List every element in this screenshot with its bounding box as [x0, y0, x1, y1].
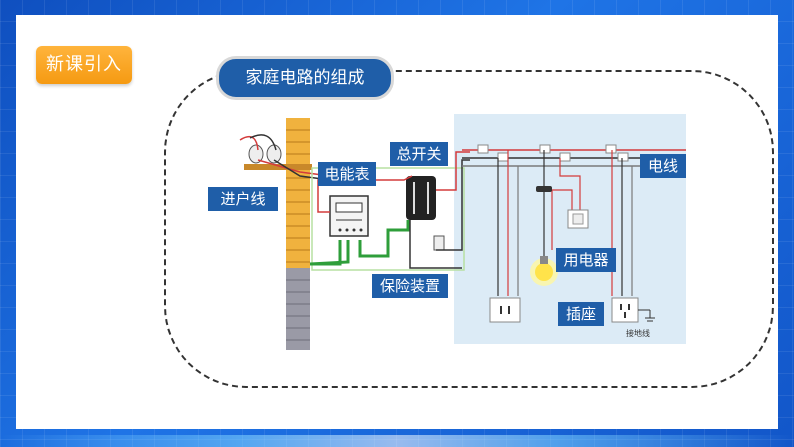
label-protection: 保险装置: [372, 274, 448, 298]
label-wire: 电线: [640, 154, 686, 178]
ground-symbol: [638, 309, 655, 322]
light-switch: [567, 209, 589, 229]
socket-left: [489, 297, 521, 323]
brick-wall: [286, 118, 310, 350]
main-switch-device: [406, 176, 436, 220]
label-ground-wire: 接地线: [626, 329, 650, 338]
panel-outline: [311, 167, 465, 271]
page-title: 家庭电路的组成: [216, 56, 394, 100]
dashed-outline: [164, 70, 774, 388]
bottom-glow-decoration: [0, 435, 794, 447]
label-main-switch: 总开关: [390, 142, 448, 166]
socket-right: [611, 297, 639, 323]
label-service-line: 进户线: [208, 187, 278, 211]
label-socket: 插座: [558, 302, 604, 326]
label-appliance: 用电器: [556, 248, 616, 272]
meter-device: [329, 195, 369, 237]
label-meter: 电能表: [318, 162, 376, 186]
light-bulb: [530, 186, 558, 286]
insulator-bracket: [239, 134, 331, 181]
section-tag: 新课引入: [36, 46, 132, 84]
fuse-device: [433, 235, 445, 251]
